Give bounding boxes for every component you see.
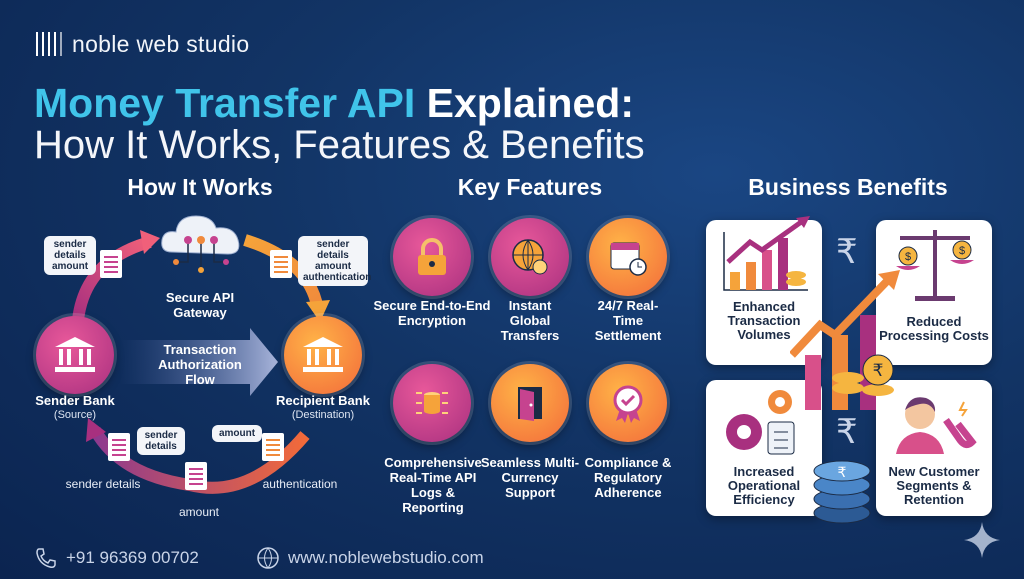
label-sender-details: sender details: [65, 477, 141, 491]
authorization-flow-label: Transaction Authorization Flow: [158, 342, 242, 387]
bank-icon: [303, 337, 343, 372]
feature-icon-logs: [393, 364, 471, 442]
benefit-label: New Customer Segments & Retention: [888, 464, 980, 507]
brand-logo: noble web studio: [34, 30, 249, 58]
business-benefits-heading: Business Benefits: [748, 174, 948, 200]
globe-icon: [512, 239, 548, 275]
recipient-bank-sub: (Destination): [291, 409, 355, 421]
lock-icon: [418, 238, 446, 275]
bubble-top-left: sender details amount: [44, 236, 96, 275]
document-icon: [108, 433, 130, 461]
benefit-label: Enhanced Transaction Volumes: [727, 299, 801, 342]
arrow-sender-to-gateway: [72, 236, 152, 321]
title-rest: Explained:: [415, 80, 634, 126]
customer-magnet-icon: [896, 397, 977, 454]
title-highlight: Money Transfer API: [34, 80, 416, 126]
center-growth-chart-icon: ₹: [790, 270, 900, 410]
benefit-card-costs: $$ Reduced Processing Costs: [876, 220, 992, 365]
footer-website[interactable]: www.noblewebstudio.com: [256, 546, 484, 570]
phone-icon: [36, 548, 56, 568]
feature-label: Seamless Multi-Currency Support: [480, 455, 580, 500]
recipient-bank-label: Recipient Bank(Destination): [263, 393, 383, 423]
key-features-heading: Key Features: [457, 174, 603, 200]
feature-icon-settlement: [589, 218, 667, 296]
globe-icon: [257, 547, 279, 569]
calendar-clock-icon: [610, 242, 647, 276]
feature-icon-multicurrency: [491, 364, 569, 442]
cloud-gateway-icon: [161, 215, 240, 273]
sender-bank-node: [36, 316, 114, 394]
sender-bank-name: Sender Bank: [35, 393, 115, 408]
bubble-bottom-left: sender details: [137, 427, 185, 455]
recipient-bank-name: Recipient Bank: [276, 393, 370, 408]
feature-icon-global: [491, 218, 569, 296]
logo-bars-icon: [36, 32, 62, 56]
brand-name: noble web studio: [72, 30, 250, 57]
authorization-flow-arrow: [120, 328, 278, 396]
feature-icon-encryption: [393, 218, 471, 296]
phone-number[interactable]: +91 96369 00702: [66, 548, 199, 567]
bank-icon: [55, 337, 95, 372]
document-icon: [185, 462, 207, 490]
benefit-label: Reduced Processing Costs: [879, 314, 989, 343]
page-title: Money Transfer API Explained:: [34, 80, 634, 127]
coin-stack-icon: ₹: [813, 460, 871, 524]
footer-phone[interactable]: +91 96369 00702: [34, 546, 199, 570]
feature-label: Compliance & Regulatory Adherence: [584, 455, 672, 500]
sender-bank-sub: (Source): [53, 409, 97, 421]
dollar-symbol: $: [959, 245, 965, 257]
recipient-bank-node: [284, 316, 362, 394]
feature-icon-compliance: [589, 364, 667, 442]
label-authentication: authentication: [262, 477, 338, 491]
arrow-gateway-to-recipient: [243, 234, 324, 312]
balance-scale-icon: $$: [896, 230, 974, 301]
database-circuit-icon: [416, 392, 448, 414]
gears-checklist-icon: [726, 390, 795, 455]
sender-bank-label: Sender Bank(Source): [15, 393, 135, 423]
badge-check-icon: [613, 385, 643, 423]
growth-chart-icon: [723, 216, 810, 291]
feature-label: Instant Global Transfers: [500, 298, 560, 343]
benefit-card-customers: New Customer Segments & Retention: [876, 380, 992, 516]
website-link[interactable]: www.noblewebstudio.com: [288, 548, 484, 567]
door-icon: [518, 387, 542, 421]
rupee-symbol: ₹: [838, 464, 847, 480]
bubble-top-right: sender details amount authentication: [298, 236, 371, 286]
document-icon: [262, 433, 284, 461]
document-icon: [270, 250, 292, 278]
label-amount: amount: [178, 505, 220, 519]
rupee-icon: ₹: [836, 233, 858, 271]
rupee-symbol: ₹: [873, 361, 884, 380]
gateway-label: Secure API Gateway: [165, 290, 235, 320]
dollar-symbol: $: [905, 251, 911, 263]
rupee-icon: ₹: [836, 413, 858, 451]
page-subtitle: How It Works, Features & Benefits: [34, 123, 645, 167]
how-it-works-heading: How It Works: [127, 174, 273, 200]
benefit-card-efficiency: Increased Operational Efficiency: [706, 380, 822, 516]
benefit-label: Increased Operational Efficiency: [727, 464, 801, 507]
sparkle-icon: [964, 522, 1000, 558]
feature-label: Comprehensive Real-Time API Logs & Repor…: [384, 455, 482, 515]
bubble-bottom-right: amount: [212, 425, 262, 442]
document-icon: [100, 250, 122, 278]
feature-label: Secure End-to-End Encryption: [373, 298, 491, 328]
feature-label: 24/7 Real-Time Settlement: [594, 298, 662, 343]
